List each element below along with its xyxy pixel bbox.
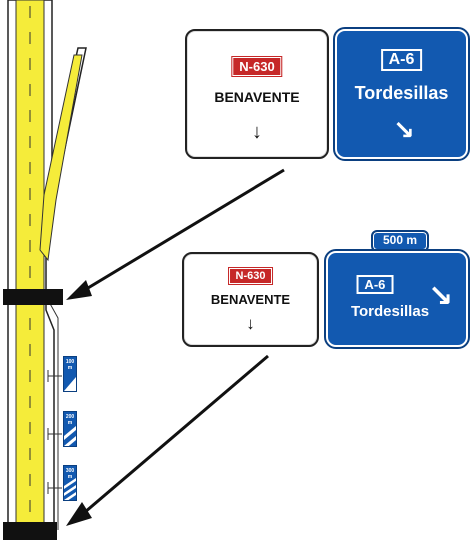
arrow-diagonal-icon: ↘	[393, 115, 415, 145]
arrow-down-icon: ↓	[252, 121, 262, 143]
sign-upper-white: N-630 BENAVENTE ↓	[185, 29, 329, 159]
arrow-diagonal-icon: ↘	[428, 280, 454, 313]
countdown-stripes	[64, 478, 76, 500]
gantry-lower	[3, 522, 57, 540]
destination-label: BENAVENTE	[214, 89, 300, 105]
gantry-upper	[3, 289, 63, 305]
countdown-marker-300: 300 m	[63, 465, 77, 501]
distance-plate: 500 m	[371, 230, 429, 252]
pointer-arrow-upper	[66, 168, 285, 300]
gore-area	[47, 299, 59, 530]
countdown-stripes	[64, 377, 76, 391]
exit-ramp	[39, 54, 83, 262]
sign-lower-blue: A-6 Tordesillas ↘	[324, 249, 470, 349]
route-badge-n630: N-630	[231, 56, 283, 77]
destination-label: Tordesillas	[350, 303, 430, 320]
route-badge-n630: N-630	[227, 267, 274, 285]
route-badge-a6: A-6	[380, 49, 423, 71]
countdown-label: 100 m	[65, 359, 75, 371]
countdown-stripes	[64, 426, 76, 446]
route-badge-a6: A-6	[356, 275, 394, 294]
countdown-label: 200 m	[65, 414, 75, 426]
destination-label: Tordesillas	[354, 83, 449, 103]
countdown-marker-200: 200 m	[63, 411, 77, 447]
countdown-posts	[47, 370, 62, 494]
countdown-marker-100: 100 m	[63, 356, 77, 392]
countdown-label: 300 m	[65, 468, 75, 480]
sign-upper-blue: A-6 Tordesillas ↘	[333, 27, 470, 161]
destination-label: BENAVENTE	[210, 292, 291, 307]
arrow-down-icon: ↓	[246, 314, 255, 333]
sign-lower-white: N-630 BENAVENTE ↓	[182, 252, 319, 347]
pointer-arrow-lower	[66, 354, 269, 526]
